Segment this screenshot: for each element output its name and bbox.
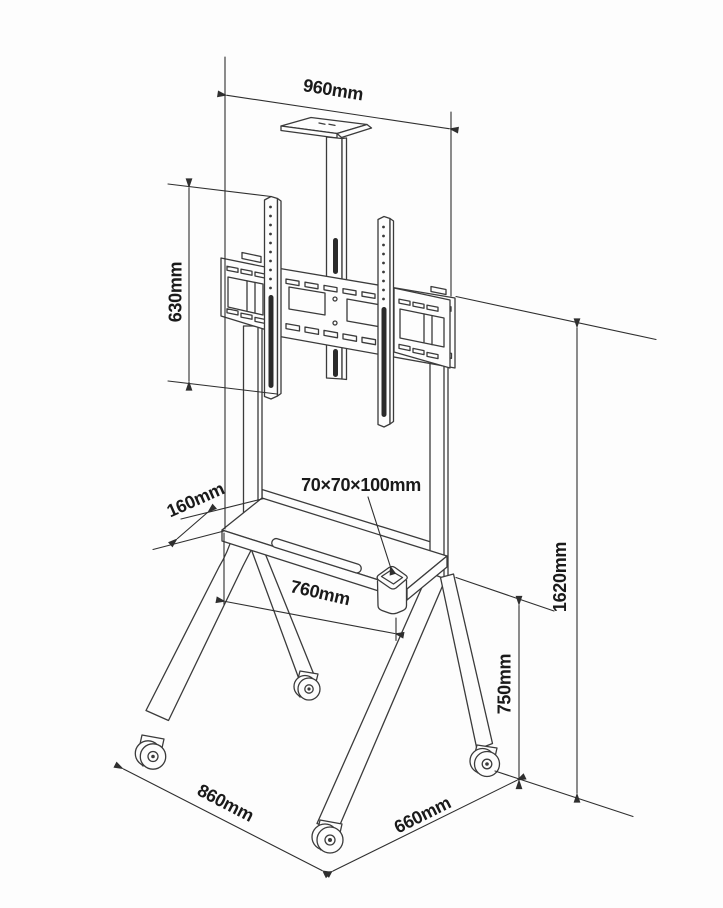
top-camera-tray: [280, 116, 373, 139]
holder-cup: [376, 565, 408, 615]
caster-left: [134, 734, 167, 770]
dim-label-mount-height: 630mm: [165, 262, 185, 323]
dimension-mount-height: 630mm: [165, 178, 278, 395]
dim-label-base-depth: 860mm: [194, 780, 257, 826]
legs: [145, 535, 494, 832]
dim-label-leg-height: 750mm: [494, 654, 514, 715]
vesa-rail-right: [377, 215, 395, 428]
dimension-base-depth: 860mm: [113, 761, 333, 878]
dimension-base-width: 660mm: [322, 773, 527, 879]
leg-front: [316, 571, 447, 832]
caster-front: [311, 819, 344, 854]
dim-label-holder-size: 70×70×100mm: [301, 475, 421, 495]
dimension-leg-height: 750mm: [455, 576, 555, 790]
dim-label-base-width: 660mm: [391, 792, 454, 837]
leg-right: [439, 573, 494, 751]
dim-label-shelf-width: 760mm: [289, 576, 352, 609]
bracket-end-plate-left: [220, 251, 271, 332]
caster-right: [469, 744, 501, 778]
dimension-overall-height: 1620mm: [455, 295, 657, 818]
dim-label-overall-height: 1620mm: [550, 542, 570, 612]
leg-front-left: [145, 535, 255, 722]
dim-label-overall-width: 960mm: [302, 75, 365, 104]
cart-structure: [134, 116, 501, 854]
dimension-holder-size: 70×70×100mm: [301, 475, 421, 576]
caster-back: [293, 670, 321, 701]
vesa-rail-left: [263, 195, 282, 400]
upright-right: [429, 361, 449, 579]
dimensions: 960mm 630mm 160mm 70×70×100mm 760mm: [113, 56, 657, 879]
